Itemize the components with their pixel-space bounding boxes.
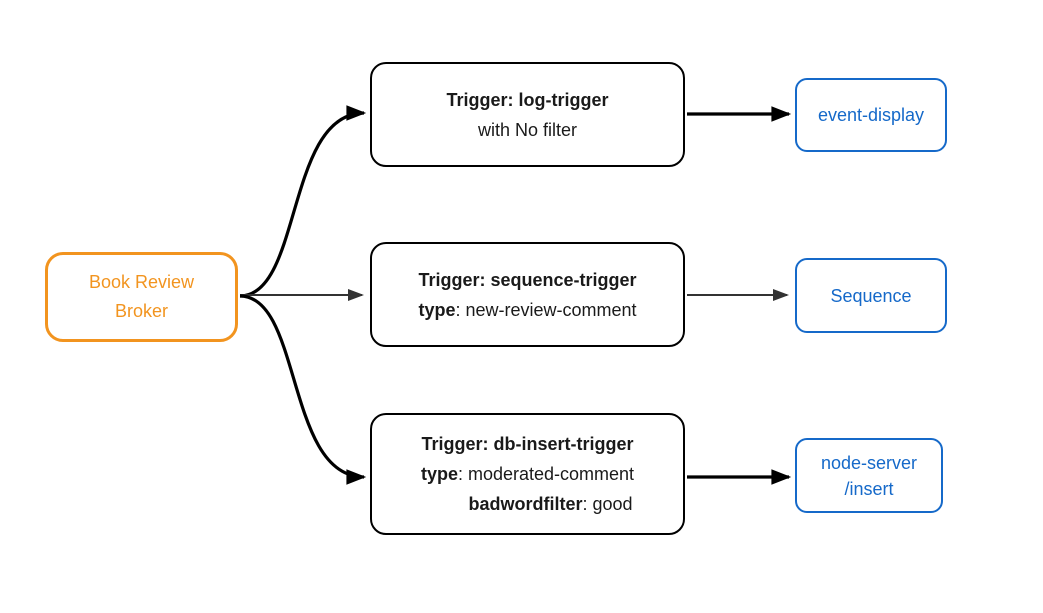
broker-label-line2: Broker — [114, 301, 168, 321]
trigger-log-title: Trigger: log-trigger — [447, 85, 609, 115]
sink-node-server-label-line2: /insert — [844, 478, 894, 499]
sink-sequence-label: Sequence — [830, 285, 912, 306]
trigger-db-insert-badword-value: : good — [582, 494, 633, 514]
trigger-db-insert-filter-type: type: moderated-comment — [421, 459, 634, 489]
trigger-sequence-filter: type: new-review-comment — [418, 295, 636, 325]
broker-node: Book Review Broker — [45, 252, 238, 342]
edge-broker-to-db-insert-trigger — [239, 294, 367, 485]
trigger-log-node: Trigger: log-trigger with No filter — [370, 62, 685, 167]
trigger-sequence-title-text: Trigger: sequence-trigger — [418, 269, 637, 290]
trigger-log-filter: with No filter — [478, 115, 577, 145]
trigger-sequence-node: Trigger: sequence-trigger type: new-revi… — [370, 242, 685, 347]
trigger-log-filter-text: with No filter — [477, 119, 578, 140]
sink-event-display-node: event-display — [795, 78, 947, 152]
trigger-db-insert-filter-badword: badwordfilter: good — [468, 489, 632, 519]
sink-node-server-label-line1: node-server — [820, 452, 918, 473]
trigger-log-title-text: Trigger: log-trigger — [446, 89, 609, 110]
trigger-sequence-filter-key: type — [418, 299, 456, 320]
trigger-db-insert-title: Trigger: db-insert-trigger — [421, 429, 633, 459]
trigger-db-insert-title-text: Trigger: db-insert-trigger — [421, 434, 634, 454]
edge-broker-to-log-trigger — [239, 105, 367, 298]
trigger-db-insert-type-value: : moderated-comment — [457, 464, 635, 484]
trigger-sequence-filter-value: : new-review-comment — [455, 299, 637, 320]
sink-node-server-node: node-server /insert — [795, 438, 943, 513]
trigger-db-insert-node: Trigger: db-insert-trigger type: moderat… — [370, 413, 685, 535]
sink-sequence-node: Sequence — [795, 258, 947, 333]
sink-event-display-label: event-display — [817, 105, 925, 125]
trigger-sequence-title: Trigger: sequence-trigger — [418, 265, 636, 295]
trigger-db-insert-type-key: type — [420, 464, 458, 484]
trigger-db-insert-badword-key: badwordfilter — [468, 494, 583, 514]
broker-label-line1: Book Review — [88, 272, 195, 292]
